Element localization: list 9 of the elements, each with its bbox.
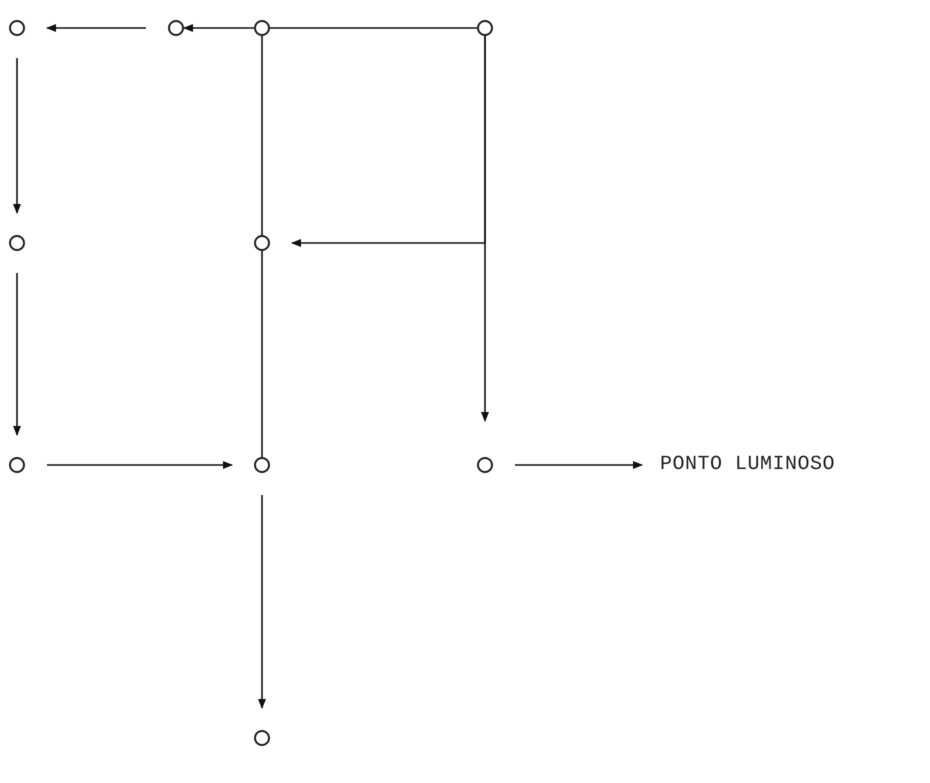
arrow	[291, 36, 486, 247]
node-label: PONTO LUMINOSO	[660, 455, 836, 475]
arrow	[13, 58, 21, 214]
arrow	[258, 495, 266, 709]
arrow	[46, 24, 146, 32]
arrow	[183, 24, 254, 32]
arrow	[13, 273, 21, 436]
arrow	[47, 461, 233, 469]
arrow	[515, 461, 643, 469]
